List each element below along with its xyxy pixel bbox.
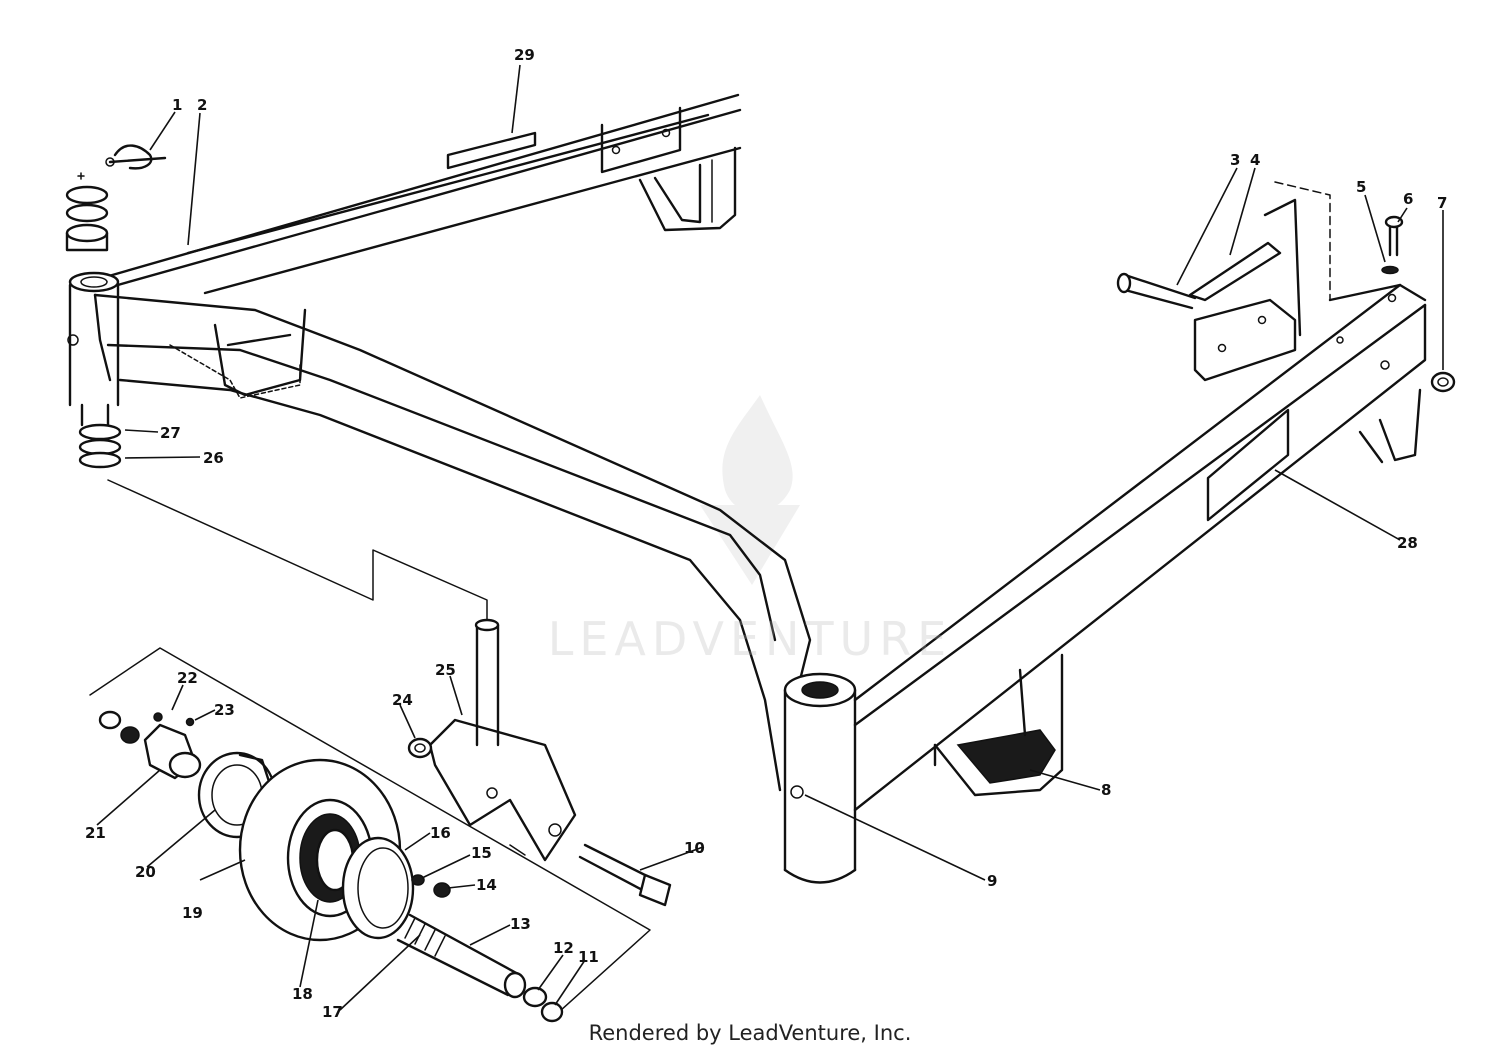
callout-13: 13	[510, 915, 531, 933]
nut-7-icon	[1430, 371, 1456, 393]
screw-23-icon	[185, 717, 195, 727]
lynch-pin-icon	[105, 144, 167, 170]
watermark-text: LEADVENTURE	[547, 612, 953, 666]
clamp-plate-icon	[1188, 241, 1282, 302]
callout-25: 25	[435, 661, 456, 679]
callout-21: 21	[85, 824, 106, 842]
callout-15: 15	[471, 844, 492, 862]
grease-fitting-icon	[153, 712, 163, 722]
callout-26: 26	[203, 449, 224, 467]
washer-12-icon	[522, 986, 548, 1008]
washer-15-icon	[411, 874, 425, 886]
callout-12: 12	[553, 939, 574, 957]
assembly-guide-lines	[89, 479, 651, 1021]
washer-5-icon	[1381, 265, 1399, 275]
wheel-hub-icon	[143, 723, 202, 780]
callout-8: 8	[1101, 781, 1111, 799]
leader-lines	[96, 64, 1444, 1011]
callout-1: 1	[172, 96, 182, 114]
callout-4: 4	[1250, 151, 1260, 169]
axle-icon	[396, 913, 527, 999]
callout-14: 14	[476, 876, 497, 894]
callout-5: 5	[1356, 178, 1366, 196]
bolt-6-icon	[1384, 215, 1404, 257]
callout-10: 10	[684, 839, 705, 857]
callout-11: 11	[578, 948, 599, 966]
callout-6: 6	[1403, 190, 1413, 208]
washer-11-icon	[540, 1001, 564, 1023]
nut-24-icon	[407, 737, 433, 759]
callout-19: 19	[182, 904, 203, 922]
callout-18: 18	[292, 985, 313, 1003]
callout-labels: 1 2 3 4 5 6 7 8 9 10 11 12 13 14 15 16 1…	[85, 46, 1447, 1021]
callout-24: 24	[392, 691, 413, 709]
callout-28: 28	[1397, 534, 1418, 552]
bolt-10-icon	[578, 843, 672, 907]
rim-16-icon	[341, 836, 415, 940]
callout-17: 17	[322, 1003, 343, 1021]
callout-23: 23	[214, 701, 235, 719]
callout-22: 22	[177, 669, 198, 687]
callout-20: 20	[135, 863, 156, 881]
callout-2: 2	[197, 96, 207, 114]
callout-16: 16	[430, 824, 451, 842]
washer-stack-icon	[65, 172, 109, 252]
callout-9: 9	[987, 872, 997, 890]
nut-14-icon	[433, 882, 451, 898]
footer-credit: Rendered by LeadVenture, Inc.	[588, 1021, 912, 1045]
callout-3: 3	[1230, 151, 1240, 169]
seal-ring-icon	[98, 710, 122, 730]
bearing-icon	[120, 726, 140, 744]
callout-27: 27	[160, 424, 181, 442]
callout-29: 29	[514, 46, 535, 64]
caster-fork-icon	[428, 618, 577, 862]
mower-frame	[67, 93, 1427, 884]
carriage-bolt-icon	[1116, 272, 1197, 310]
lower-washer-stack-icon	[78, 423, 122, 469]
watermark-logo-icon	[700, 395, 800, 585]
callout-7: 7	[1437, 194, 1447, 212]
